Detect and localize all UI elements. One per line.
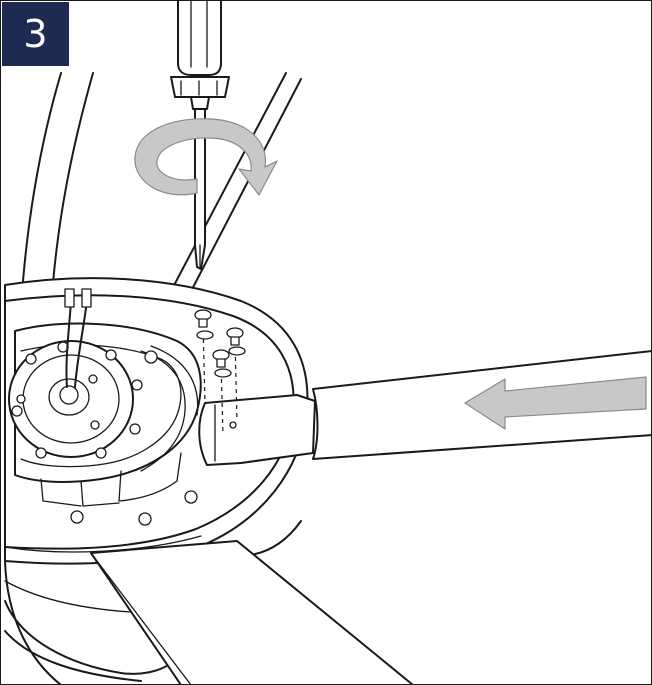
clockwise-rotation-arrow-icon (134, 118, 278, 196)
motor-hub (8, 322, 202, 507)
upper-left-fan-blade (22, 72, 94, 284)
phillips-screwdriver-icon (170, 1, 230, 270)
step-number: 3 (23, 12, 48, 56)
blade-mounting-screws (194, 309, 246, 436)
left-insertion-arrow-icon (464, 376, 647, 430)
motor-housing-lower (4, 560, 172, 684)
upper-right-fan-blade (170, 72, 302, 300)
lower-front-fan-blade (90, 540, 414, 684)
rim-screws (70, 350, 198, 526)
hub-wires (64, 288, 92, 388)
step-number-badge: 3 (2, 2, 69, 66)
